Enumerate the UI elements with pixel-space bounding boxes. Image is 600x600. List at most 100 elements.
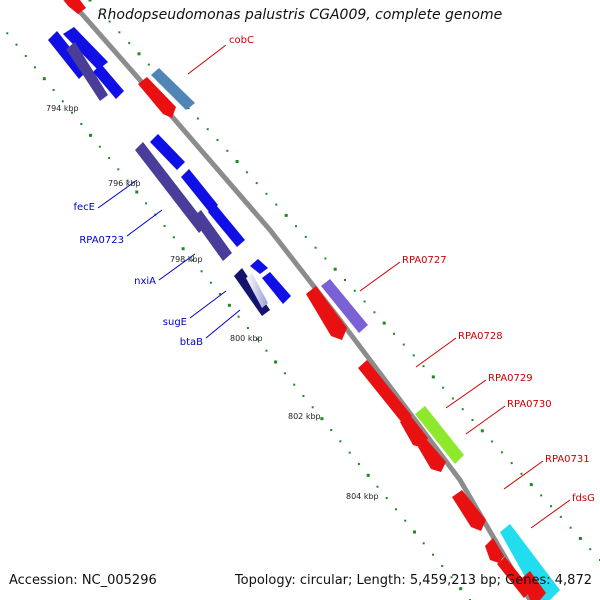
tick-dot bbox=[147, 63, 150, 66]
feature-forward[interactable] bbox=[262, 272, 291, 304]
tick-dot bbox=[172, 236, 175, 239]
tick-dot bbox=[71, 111, 73, 114]
tick-dot bbox=[245, 171, 248, 174]
feature-forward[interactable] bbox=[250, 259, 268, 274]
tick-dot bbox=[295, 225, 297, 228]
genome-backbone bbox=[63, 0, 533, 600]
feature-reverse[interactable] bbox=[358, 360, 412, 424]
tick-dot bbox=[441, 565, 444, 567]
tick-dot bbox=[520, 472, 523, 475]
tick-dot bbox=[108, 20, 111, 23]
tick-dot bbox=[209, 281, 212, 284]
tick-dot bbox=[442, 386, 445, 389]
tick-dot bbox=[108, 157, 111, 159]
feature-forward[interactable] bbox=[135, 142, 207, 233]
feature-reverse[interactable] bbox=[400, 414, 428, 448]
gene-label-reverse[interactable]: RPA0729 bbox=[488, 373, 533, 384]
tick-dot bbox=[80, 123, 83, 125]
tick-dot bbox=[529, 483, 533, 487]
tick-dot bbox=[333, 267, 337, 271]
feature-forward[interactable] bbox=[208, 205, 245, 247]
feature-reverse[interactable] bbox=[485, 538, 504, 563]
tick-dot bbox=[206, 128, 209, 131]
feature-forward[interactable] bbox=[63, 27, 108, 70]
tick-dot bbox=[339, 440, 342, 443]
feature-reverse[interactable] bbox=[497, 557, 532, 598]
tick-dot bbox=[24, 55, 27, 57]
tick-dot bbox=[412, 354, 415, 357]
tick-dot bbox=[98, 9, 101, 12]
tick-dot bbox=[491, 440, 494, 443]
tick-dot bbox=[34, 66, 36, 69]
feature-reverse[interactable] bbox=[522, 571, 546, 600]
feature-forward[interactable] bbox=[66, 42, 108, 101]
tick-dot bbox=[569, 526, 572, 529]
tick-dot bbox=[52, 89, 55, 91]
tick-dot bbox=[393, 332, 395, 335]
tick-dot bbox=[366, 473, 370, 477]
feature-forward[interactable] bbox=[192, 210, 232, 261]
scale-label: 796 kbp bbox=[108, 179, 141, 188]
tick-dot bbox=[510, 462, 513, 465]
feature-forward[interactable] bbox=[181, 169, 218, 213]
feature-reverse[interactable] bbox=[500, 524, 560, 600]
tick-dot bbox=[432, 553, 434, 556]
feature-reverse[interactable] bbox=[452, 490, 486, 531]
tick-dot bbox=[450, 576, 453, 579]
tick-dot bbox=[500, 451, 503, 454]
tick-dot bbox=[395, 508, 397, 511]
tick-dot bbox=[344, 279, 346, 281]
tick-dot bbox=[226, 149, 229, 152]
tick-dot bbox=[265, 192, 268, 195]
tick-dot bbox=[117, 168, 120, 171]
tick-dot bbox=[265, 349, 268, 352]
feature-reverse[interactable] bbox=[306, 286, 347, 340]
gene-label-reverse[interactable]: RPA0731 bbox=[545, 454, 590, 465]
gene-label-forward[interactable]: fecE bbox=[74, 202, 96, 213]
gene-label-reverse[interactable]: RPA0728 bbox=[458, 331, 503, 342]
tick-dot bbox=[459, 587, 463, 591]
tick-dot bbox=[353, 289, 356, 292]
tick-dot bbox=[382, 321, 386, 325]
tick-dot bbox=[422, 542, 425, 545]
gene-label-reverse[interactable]: RPA0730 bbox=[507, 399, 552, 410]
tick-dot bbox=[283, 372, 286, 375]
gene-label-reverse[interactable]: RPA0727 bbox=[402, 255, 447, 266]
feature-reverse[interactable] bbox=[151, 68, 195, 110]
feature-reverse[interactable] bbox=[138, 77, 176, 118]
feature-forward[interactable] bbox=[93, 64, 124, 99]
tick-dot bbox=[61, 100, 64, 103]
tick-dot bbox=[227, 303, 231, 307]
scale-label: 802 kbp bbox=[288, 412, 321, 421]
feature-reverse[interactable] bbox=[415, 406, 464, 464]
tick-dot bbox=[451, 397, 454, 400]
tick-dot bbox=[275, 203, 278, 206]
feature-reverse[interactable] bbox=[64, 0, 86, 14]
tick-dot bbox=[461, 408, 464, 411]
feature-reverse[interactable] bbox=[321, 279, 368, 333]
gene-label-reverse[interactable]: cobC bbox=[229, 35, 254, 46]
tick-dot bbox=[431, 375, 435, 379]
tick-dot bbox=[256, 338, 259, 341]
feature-forward[interactable] bbox=[246, 273, 268, 308]
feature-reverse[interactable] bbox=[418, 440, 446, 472]
feature-forward[interactable] bbox=[150, 134, 185, 170]
reverse-features[interactable] bbox=[64, 0, 560, 600]
tick-dot bbox=[314, 246, 317, 249]
tick-dot bbox=[348, 451, 351, 454]
gene-label-forward[interactable]: btaB bbox=[180, 337, 203, 348]
gene-label-forward[interactable]: nxiA bbox=[134, 276, 156, 287]
tick-dot bbox=[284, 213, 288, 217]
gene-label-forward[interactable]: RPA0723 bbox=[79, 235, 124, 246]
tick-dot bbox=[219, 293, 222, 295]
tick-dot bbox=[98, 145, 101, 148]
forward-features[interactable] bbox=[48, 27, 291, 316]
tick-dot bbox=[274, 360, 278, 364]
gene-label-forward[interactable]: sugE bbox=[163, 317, 187, 328]
tick-dot bbox=[422, 365, 425, 368]
gene-label-reverse[interactable]: fdsG bbox=[572, 493, 595, 504]
tick-dot bbox=[255, 182, 258, 185]
tick-dot bbox=[357, 463, 360, 465]
accession-label: Accession: NC_005296 bbox=[9, 573, 157, 588]
